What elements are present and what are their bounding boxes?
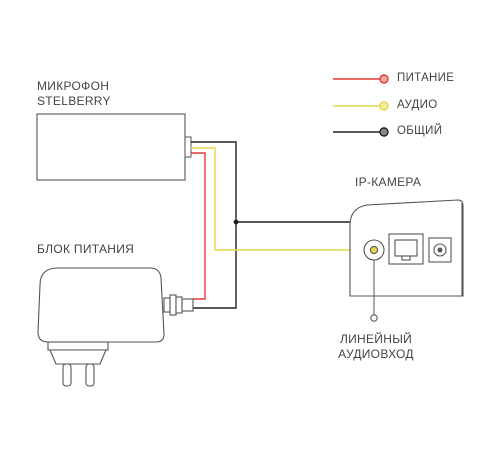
- ip-camera-device: [349, 199, 464, 297]
- legend-power-dot: [379, 74, 389, 84]
- line-input-pointer: [370, 260, 378, 322]
- microphone-device: [36, 113, 192, 181]
- legend-swatches: [333, 74, 389, 137]
- legend-audio-dot: [379, 101, 389, 111]
- legend-audio-label: АУДИО: [397, 99, 438, 111]
- line-input-label-line1: ЛИНЕЙНЫЙ: [339, 332, 413, 346]
- microphone-label-line2: STELBERRY: [37, 94, 111, 108]
- legend-power-label: ПИТАНИЕ: [397, 72, 455, 84]
- microphone-label-line1: МИКРОФОН: [37, 79, 110, 93]
- ip-camera-label: IP-КАМЕРА: [355, 175, 422, 189]
- power-supply-device: [37, 267, 194, 387]
- legend-common-dot: [379, 127, 389, 137]
- wire-power: [191, 152, 206, 300]
- wires: [191, 141, 374, 309]
- power-supply-label: БЛОК ПИТАНИЯ: [37, 242, 135, 256]
- wire-common: [191, 141, 237, 309]
- junction-dot: [233, 219, 239, 225]
- line-input-label-line2: АУДИОВХОД: [338, 347, 414, 361]
- legend-common-label: ОБЩИЙ: [397, 125, 443, 137]
- wire-audio: [191, 147, 374, 251]
